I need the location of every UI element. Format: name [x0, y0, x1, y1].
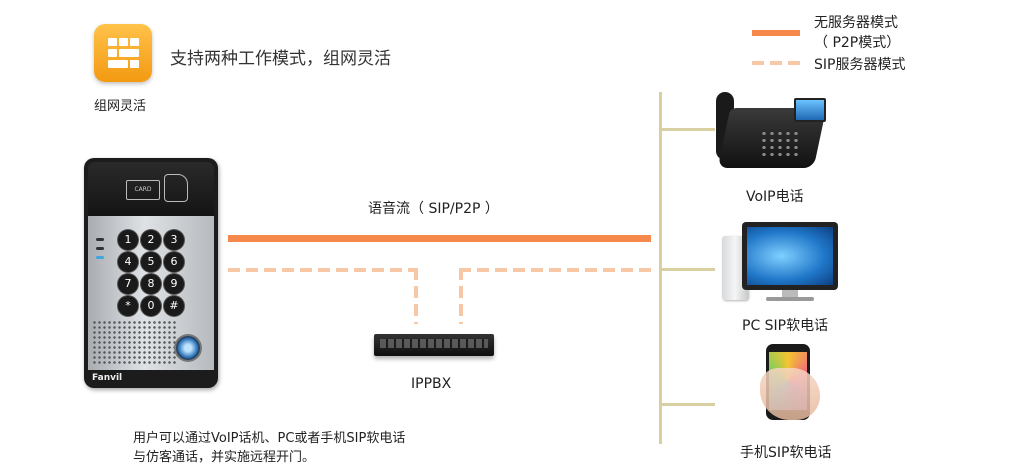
endpoint-label-pc: PC SIP软电话 [742, 318, 829, 334]
bus-branch-pc [659, 268, 715, 271]
legend-sip-label: SIP服务器模式 [814, 57, 906, 73]
sip-dashed-line [414, 268, 418, 324]
ippbx-label: IPPBX [411, 376, 452, 392]
keypad-key: 5 [141, 252, 161, 272]
ippbx-ports [380, 339, 488, 348]
legend-p2p-label-line1: 无服务器模式 [814, 15, 898, 31]
sip-dashed-line [228, 268, 418, 272]
call-button-icon [176, 336, 200, 360]
bus-branch-voip [659, 128, 715, 131]
keypad-key: 6 [164, 252, 184, 272]
keypad-key: 9 [164, 274, 184, 294]
caption-line1: 用户可以通过VoIP话机、PC或者手机SIP软电话 [133, 431, 406, 446]
caption-line2: 与仿客通话，并实施远程开门。 [133, 450, 316, 465]
legend-solid-line [752, 30, 800, 36]
desk-phone-screen [794, 98, 826, 122]
monitor-stand-base [766, 297, 814, 301]
keypad-key: 4 [118, 252, 138, 272]
p2p-voice-line [228, 235, 651, 242]
desk-phone-keys [760, 130, 800, 158]
brand-logo: Fanvil [92, 373, 123, 383]
door-phone-keypad-panel: 1 2 3 4 5 6 7 8 9 * 0 # [88, 216, 214, 370]
monitor-stand [782, 290, 798, 298]
status-led [96, 247, 104, 250]
endpoint-label-mobile: 手机SIP软电话 [740, 445, 832, 461]
bus-branch-mobile [659, 403, 715, 406]
keypad-key: 7 [118, 274, 138, 294]
endpoint-label-voip: VoIP电话 [746, 189, 804, 205]
keypad-key: 0 [141, 296, 161, 316]
keypad-key: 2 [141, 230, 161, 250]
holding-hand [760, 368, 820, 420]
door-phone-card-reader: CARD [88, 162, 214, 216]
feature-headline: 支持两种工作模式，组网灵活 [170, 49, 391, 69]
keypad-key: 1 [118, 230, 138, 250]
monitor-screen [747, 227, 833, 285]
keypad-key: * [118, 296, 138, 316]
legend-p2p-label-line2: （ P2P模式） [814, 35, 901, 51]
sip-dashed-line [459, 268, 651, 272]
keypad-key: 8 [141, 274, 161, 294]
sip-dashed-line [459, 268, 463, 324]
keypad-key: # [164, 296, 184, 316]
status-led [96, 238, 104, 241]
feature-icon-label: 组网灵活 [94, 99, 147, 114]
hand-card-icon [164, 174, 188, 202]
grid-apps-icon [94, 24, 152, 82]
card-label: CARD [126, 180, 160, 200]
status-led [96, 256, 104, 259]
speaker-grille [92, 320, 176, 364]
legend-dashed-line [752, 61, 800, 65]
keypad-key: 3 [164, 230, 184, 250]
voice-stream-label: 语音流（ SIP/P2P ） [368, 201, 499, 217]
